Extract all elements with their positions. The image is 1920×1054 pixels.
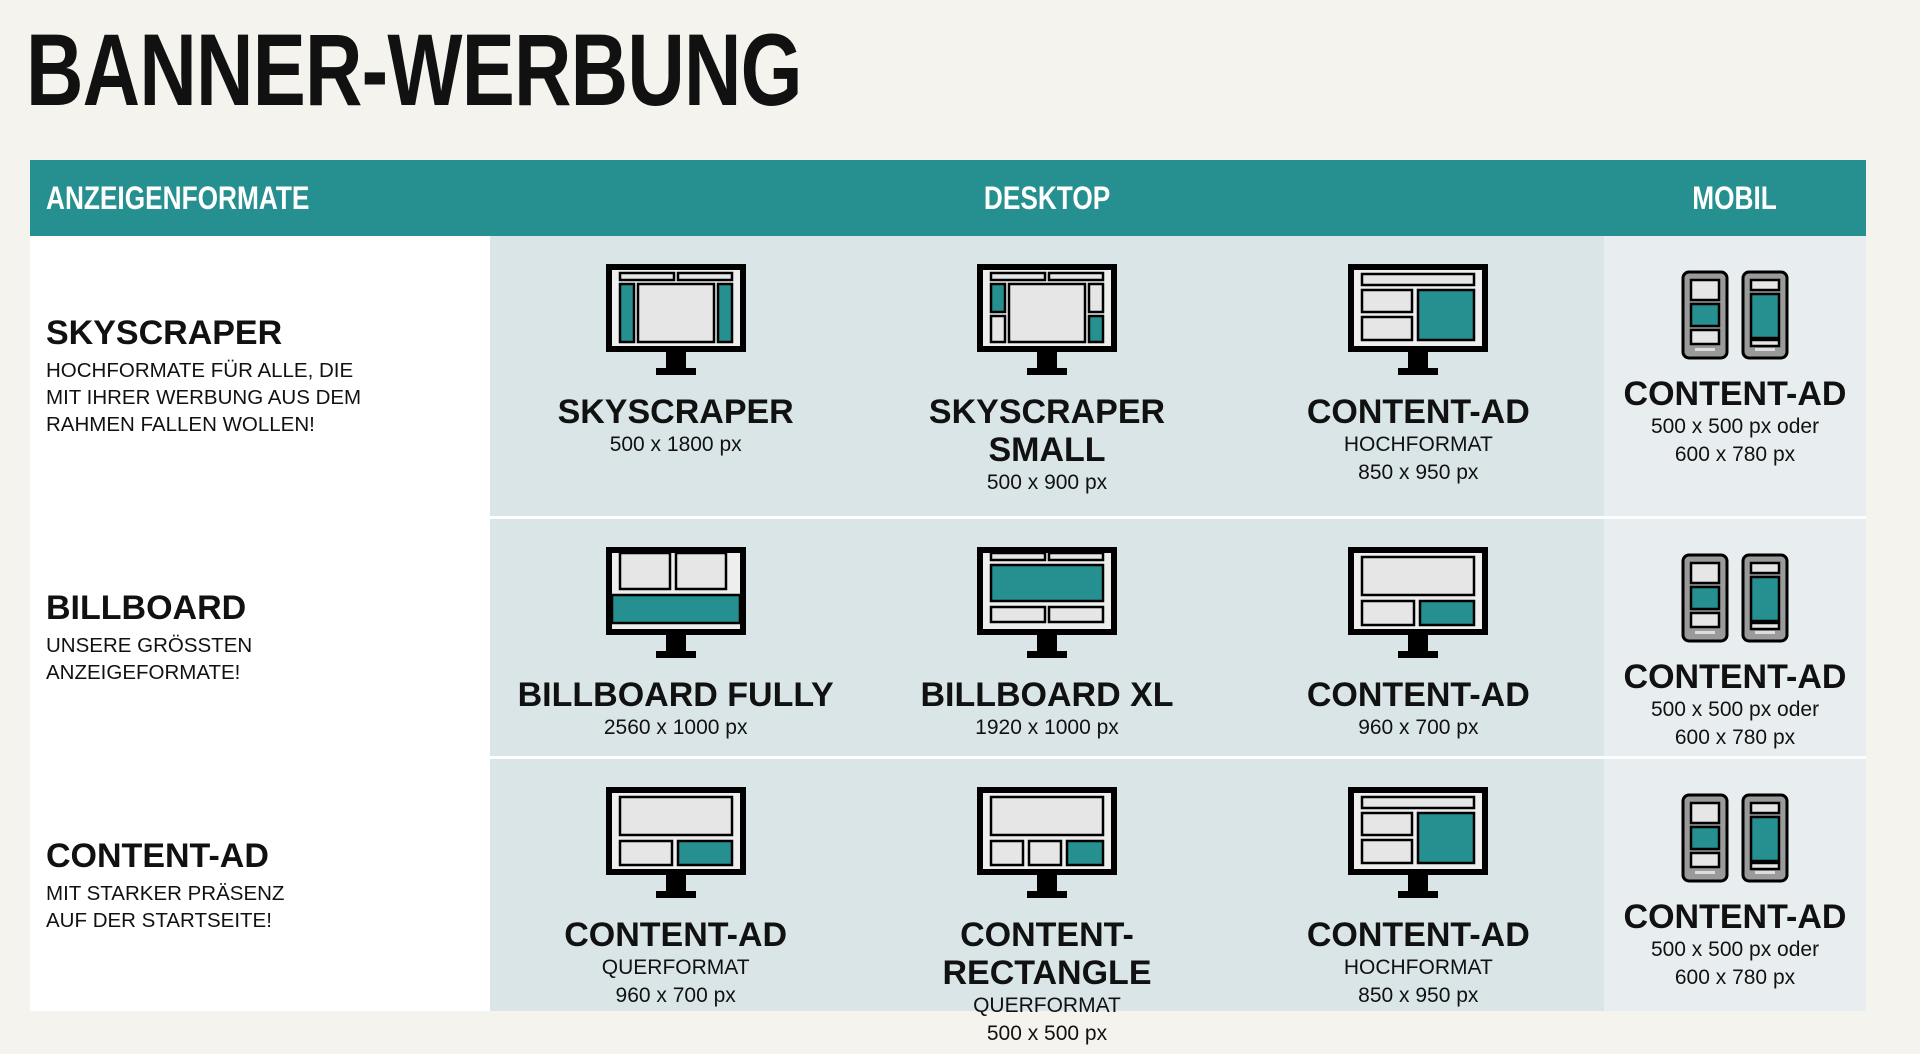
format-name: CONTENT-AD [1306,916,1530,954]
row-title: CONTENT-AD [46,836,269,875]
format-size: 500 x 1800 px [609,433,742,456]
monitor-content-quer-icon [1348,547,1489,666]
phone-content-ad-tall-icon [1741,270,1789,365]
row-title: SKYSCRAPER [46,314,283,352]
format-name: CONTENT-AD [1306,676,1530,714]
table-header: ANZEIGENFORMATE DESKTOP MOBIL [30,160,1866,236]
monitor-skyscraper-icon [605,264,746,383]
header-formats: ANZEIGENFORMATE [46,179,310,216]
ad-formats-table: ANZEIGENFORMATE DESKTOP MOBIL SKYSCRAPER… [30,160,1866,1045]
format-name: CONTENT-AD [1623,898,1847,936]
phone-content-ad-icon [1681,793,1729,888]
format-size: QUERFORMAT 500 x 500 px [973,994,1121,1045]
phone-content-ad-icon [1681,553,1729,648]
format-size: 500 x 900 px [986,471,1108,494]
header-desktop: DESKTOP [983,179,1111,216]
row-label-cell: SKYSCRAPER HOCHFORMATE FÜR ALLE, DIE MIT … [30,236,490,516]
format-size: 960 x 700 px [1358,716,1479,739]
row-label-cell: BILLBOARD UNSERE GRÖSSTEN ANZEIGEFORMATE! [30,519,490,756]
monitor-billboard-fully-icon [605,547,746,666]
format-size: QUERFORMAT 960 x 700 px [601,956,750,1007]
table-row: BILLBOARD UNSERE GRÖSSTEN ANZEIGEFORMATE!… [30,516,1866,756]
phone-icons [1681,793,1789,888]
format-size: HOCHFORMAT 850 x 950 px [1343,433,1493,484]
phone-content-ad-tall-icon [1741,793,1789,888]
format-name: BILLBOARD FULLY [517,676,834,714]
format-name: CONTENT-AD [1623,375,1847,413]
format-size: HOCHFORMAT 850 x 950 px [1343,956,1493,1007]
phone-icons [1681,270,1789,365]
page-title: BANNER-WERBUNG [26,13,803,127]
format-name: SKYSCRAPER SMALL [928,393,1166,469]
row-description: MIT STARKER PRÄSENZ AUF DER STARTSEITE! [46,881,285,932]
table-body: SKYSCRAPER HOCHFORMATE FÜR ALLE, DIE MIT … [30,236,1866,1045]
monitor-billboard-xl-icon [976,547,1117,666]
table-row: SKYSCRAPER HOCHFORMATE FÜR ALLE, DIE MIT … [30,236,1866,516]
monitor-content-rectangle-icon [976,787,1117,906]
monitor-content-quer-icon [605,787,746,906]
header-mobile: MOBIL [1692,179,1778,216]
monitor-content-hoch-icon [1348,787,1489,906]
format-name: CONTENT-AD [1623,658,1847,696]
format-name: SKYSCRAPER [557,393,794,431]
row-description: HOCHFORMATE FÜR ALLE, DIE MIT IHRER WERB… [46,359,362,436]
format-size: 500 x 500 px oder 600 x 780 px [1650,938,1820,989]
phone-icons [1681,553,1789,648]
format-name: CONTENT-RECTANGLE [942,916,1152,992]
phone-content-ad-tall-icon [1741,553,1789,648]
monitor-skyscraper-small-icon [976,264,1117,383]
format-name: CONTENT-AD [1306,393,1530,431]
row-label-cell: CONTENT-AD MIT STARKER PRÄSENZ AUF DER ST… [30,759,490,1011]
row-title: BILLBOARD [46,589,247,627]
format-name: BILLBOARD XL [920,676,1174,714]
format-name: CONTENT-AD [564,916,788,954]
phone-content-ad-icon [1681,270,1729,365]
format-size: 500 x 500 px oder 600 x 780 px [1650,698,1820,749]
format-size: 2560 x 1000 px [603,716,748,739]
format-size: 1920 x 1000 px [975,716,1119,739]
row-description: UNSERE GRÖSSTEN ANZEIGEFORMATE! [46,634,253,684]
monitor-content-hoch-icon [1348,264,1489,383]
format-size: 500 x 500 px oder 600 x 780 px [1650,415,1820,466]
table-row: CONTENT-AD MIT STARKER PRÄSENZ AUF DER ST… [30,756,1866,1045]
